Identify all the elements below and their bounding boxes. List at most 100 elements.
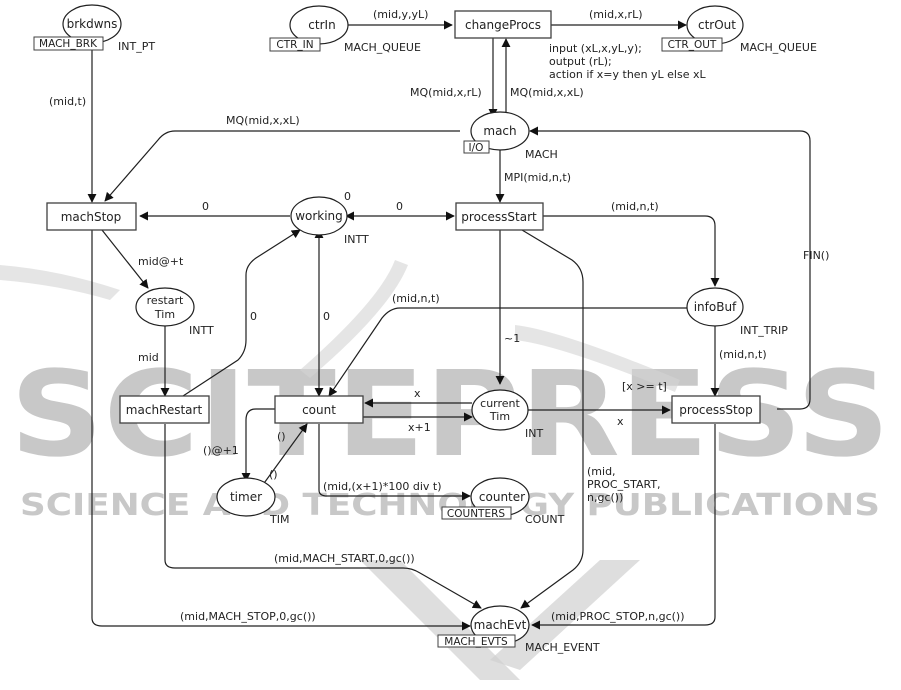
colorset-label: MACH_QUEUE <box>344 41 421 54</box>
place-name: brkdwns <box>67 17 118 31</box>
transition-machRestart[interactable]: machRestart <box>119 395 210 424</box>
colorset-label: COUNT <box>525 513 565 526</box>
inscription-processStart-infoBuf: (mid,n,t) <box>611 200 659 213</box>
colorset-label: MACH_QUEUE <box>740 41 817 54</box>
fusion-tag <box>437 634 516 648</box>
inscription-processStop-mach: FIN() <box>803 249 829 262</box>
place-ctrOut[interactable]: ctrOut CTR_OUT MACH_QUEUE <box>661 5 817 54</box>
place-name: ctrIn <box>308 18 335 32</box>
fusion-label: COUNTERS <box>447 508 505 520</box>
inscription-timer-count-b: () <box>269 468 278 481</box>
transition-count[interactable]: count <box>274 395 364 424</box>
place-name: ctrOut <box>698 18 736 32</box>
arc-processStart-infoBuf <box>543 215 720 287</box>
transition-name: machRestart <box>126 403 203 417</box>
transition-name: processStart <box>461 210 537 224</box>
place-currentTim[interactable]: current Tim INT <box>471 389 543 440</box>
transition-processStop[interactable]: processStop [x >= t] <box>622 380 761 424</box>
place-name: mach <box>483 124 516 138</box>
transition-machStop[interactable]: machStop <box>46 202 137 231</box>
place-name: infoBuf <box>694 300 737 314</box>
place-name-line2: Tim <box>154 308 175 321</box>
inscription-currentTim-count: x <box>414 387 421 400</box>
inscription-working-count: 0 <box>323 310 330 323</box>
code-segment-line3: action if x=y then yL else xL <box>549 68 706 81</box>
fusion-tag <box>33 36 104 51</box>
place-restartTim[interactable]: restart Tim INTT <box>135 287 214 337</box>
colorset-label: MACH <box>525 148 558 161</box>
arc-count-counter <box>318 424 471 501</box>
fusion-label: CTR_OUT <box>668 39 717 51</box>
place-timer[interactable]: timer TIM <box>216 477 289 526</box>
place-mach[interactable]: mach I/O MACH <box>463 111 558 161</box>
transition-changeProcs[interactable]: changeProcs input (xL,x,yL,y); output (r… <box>454 10 706 81</box>
inscription-machRestart-working: 0 <box>250 310 257 323</box>
fusion-label: MACH_EVTS <box>444 636 508 648</box>
arc-processStop-mach <box>529 126 811 410</box>
colorset-label: INTT <box>344 233 369 246</box>
transition-name: machStop <box>61 210 122 224</box>
inscription-processStart-machEvt-line3: n,gc()) <box>587 491 623 504</box>
inscription-count-timer: ()@+1 <box>203 444 239 457</box>
colorset-label: MACH_EVENT <box>525 641 600 654</box>
watermark-curve-3 <box>515 325 680 392</box>
inscription-processStart-machEvt-line1: (mid, <box>587 465 616 478</box>
inscription-machRestart-machEvt: (mid,MACH_START,0,gc()) <box>274 552 415 565</box>
arc-count-timer <box>241 408 275 482</box>
place-name: counter <box>479 490 525 504</box>
place-machEvt[interactable]: machEvt MACH_EVTS MACH_EVENT <box>437 605 600 654</box>
inscription-processStart-machEvt-line2: PROC_START, <box>587 478 661 491</box>
inscription-mach-machStop: MQ(mid,x,xL) <box>226 114 300 127</box>
arc-inscriptions: (mid,y,yL) (mid,x,rL) MQ(mid,x,rL) MQ(mi… <box>49 8 829 623</box>
inscription-processStop-machEvt: (mid,PROC_STOP,n,gc()) <box>551 610 685 623</box>
inscription-working-processStart: 0 <box>396 200 403 213</box>
inscription-brkdwns-machStop: (mid,t) <box>49 95 86 108</box>
colorset-label: INT_TRIP <box>740 324 788 337</box>
transition-processStart[interactable]: processStart <box>455 202 544 231</box>
watermark-curve <box>0 265 120 300</box>
inscription-processStart-currentTim: ~1 <box>504 332 520 345</box>
place-name-line1: current <box>480 397 520 410</box>
arc-machStop-restartTim <box>101 229 149 289</box>
code-segment-line1: input (xL,x,yL,y); <box>549 42 642 55</box>
colorset-label: TIM <box>269 513 289 526</box>
arc-processStop-machEvt <box>531 424 716 630</box>
arcs <box>87 20 811 631</box>
arc-processStart-machEvt <box>520 229 584 609</box>
guard-label: [x >= t] <box>622 380 667 393</box>
place-counter[interactable]: counter COUNTERS COUNT <box>441 477 565 526</box>
inscription-machStop-restartTim: mid@+t <box>138 255 184 268</box>
place-name: working <box>295 209 343 223</box>
watermark: SCITEPRESS SCIENCE AND TECHNOLOGY PUBLIC… <box>0 260 890 680</box>
fusion-tag <box>661 37 723 52</box>
watermark-curve-2 <box>300 260 408 378</box>
fusion-tag <box>463 140 490 154</box>
arc-timer-count <box>261 423 308 487</box>
place-brkdwns[interactable]: brkdwns MACH_BRK INT_PT <box>33 4 155 53</box>
arc-machRestart-machEvt <box>164 424 482 609</box>
arc-mach-machStop <box>104 130 460 202</box>
inscription-infoBuf-count: (mid,n,t) <box>392 292 440 305</box>
place-name: timer <box>230 490 262 504</box>
arc-machRestart-working <box>182 229 301 397</box>
fusion-tag <box>269 37 321 52</box>
watermark-v-left <box>360 560 520 680</box>
colorset-label: INT <box>525 427 543 440</box>
fusion-label: I/O <box>469 142 484 154</box>
place-infoBuf[interactable]: infoBuf INT_TRIP <box>686 287 788 337</box>
colorset-label: INTT <box>189 324 214 337</box>
code-segment-line2: output (rL); <box>549 55 612 68</box>
fusion-tag <box>441 506 512 520</box>
inscription-currentTim-processStop: x <box>617 415 624 428</box>
place-name-line1: restart <box>147 294 184 307</box>
place-ctrIn[interactable]: ctrIn CTR_IN MACH_QUEUE <box>269 5 421 54</box>
inscription-changeProcs-ctrOut: (mid,x,rL) <box>589 8 643 21</box>
watermark-v-right <box>490 560 640 670</box>
transition-name: count <box>302 403 336 417</box>
fusion-label: MACH_BRK <box>39 38 98 50</box>
inscription-working-machStop: 0 <box>202 200 209 213</box>
colorset-label: INT_PT <box>118 40 155 53</box>
place-working[interactable]: working 0 INTT <box>290 190 369 246</box>
arc-machStop-machEvt <box>91 230 471 631</box>
